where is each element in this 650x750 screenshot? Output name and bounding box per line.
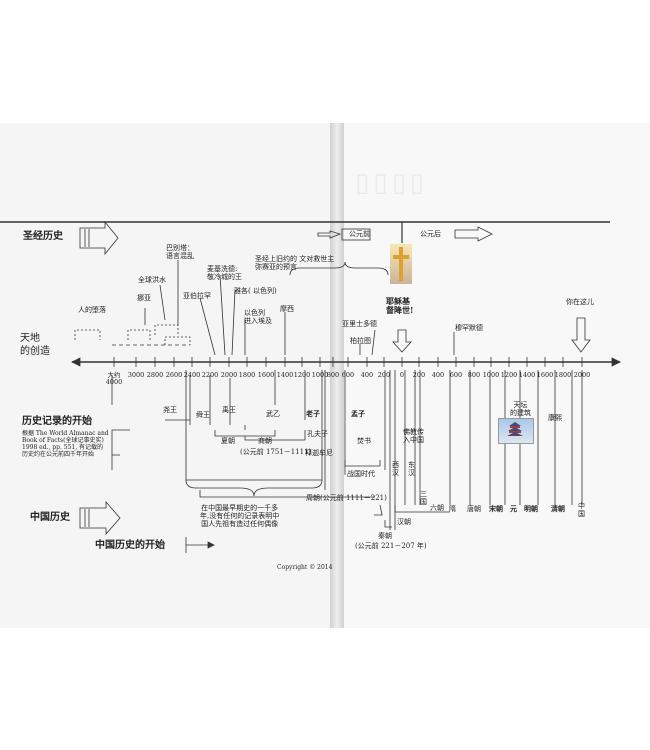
bc-tick-label-3000: 3000 [127,371,145,379]
china-history-arrow [79,500,121,536]
bc-tick-label-4000: 大约 4000 [105,371,123,387]
shang-years-label: (公元前 1751－1111) [240,448,312,456]
you-here-label: 你在这儿 [566,298,594,306]
ad-label: 公元后 [420,230,441,238]
xia-label: 夏朝 [221,437,235,445]
ad-tick-label-1200: 1200 [500,371,518,379]
bc-tick-label-2200: 2200 [201,371,219,379]
temple-label: 天坛 的建筑 [510,401,531,418]
muhammad-label: 穆罕默德 [455,324,483,332]
earliest-note: 在中国最早期史的一千多 年,没有任何的记录表明中 国人先祖有造过任何偶像 [200,504,280,529]
jacob-label: 雅各( 以色列) [234,287,277,295]
warring-states-label: 战国时代 [347,470,375,478]
noah-label: 挪亚 [137,294,151,302]
ad-arrow [454,226,493,242]
ad-tick-label-0: 0 [399,371,405,379]
bc-tick-label-1400: 1400 [276,371,294,379]
kangxi-label: 康熙 [548,414,562,422]
confucius-label: 孔夫子 [307,430,328,438]
china-begin-label: 中国历史的开始 [95,540,165,551]
plato-label: 柏拉图 [350,337,371,345]
bc-tick-label-1800: 1800 [238,371,256,379]
jesus-arrow [392,329,412,353]
bible-history-label: 圣经历史 [23,231,63,242]
prophecy-label: 圣经上旧约的 文对救世主 弥赛亚的预言 [255,255,335,272]
laozi-label: 老子 [306,409,320,418]
qin-years-label: (公元前 221－207 年) [355,542,427,550]
ad-tick-label-400: 400 [431,371,445,379]
melchizedek-label: 麦基洗德: 敬冷城的王 [207,265,242,282]
bc-tick-label-1600: 1600 [257,371,275,379]
six-dynasties-label: 六朝 [430,504,444,512]
buddhism-label: 佛教传 入中国 [403,428,424,445]
prophecy-bracket [289,261,389,276]
ad-tick-label-1000: 1000 [482,371,500,379]
fall-label: 人的堕落 [78,306,106,314]
ad-tick-label-600: 600 [449,371,463,379]
book-gutter [330,123,344,628]
bc-arrow [317,230,342,239]
yuan-label: 元 [510,504,517,513]
bc-tick-label-2000: 2000 [220,371,238,379]
right-page [341,123,650,628]
three-kingdoms-label: 三 国 [420,490,427,507]
han-label: 汉朝 [397,518,411,526]
bc-tick-label-1200: 1200 [293,371,311,379]
bc-tick-label-200: 200 [377,371,391,379]
mencius-label: 孟子 [351,409,365,418]
ad-tick-label-1800: 1800 [554,371,572,379]
zhou-label: 周朝(公元前 1111－221) [306,494,387,502]
shun-label: 舜王 [196,411,210,419]
ad-tick-label-800: 800 [467,371,481,379]
bc-tick-label-600: 600 [341,371,355,379]
temple-of-heaven-image [498,418,534,444]
west-han-label: 西 汉 [392,461,399,478]
global-flood-label: 全球洪水 [138,276,166,284]
qin-label: 秦朝 [378,532,392,540]
tang-label: 唐朝 [467,505,481,513]
yao-label: 尧王 [163,406,177,414]
china-history-label: 中国历史 [30,512,70,523]
roc-label: 中 国 [578,502,585,519]
ad-tick-label-2000: 2000 [573,371,591,379]
timeline-ticks [113,357,583,367]
israel-egypt-label: 以色列 进入埃及 [244,309,272,326]
bc-tick-label-2600: 2600 [165,371,183,379]
yu-label: 禹王 [222,406,236,414]
bc-tick-label-800: 800 [326,371,340,379]
abraham-label: 亚伯拉罕 [183,292,211,300]
faint-background-title: ▯▯▯▯ [355,168,429,198]
creation-label-line2: 的创造 [20,346,50,357]
babel-label: 巴别塔： 语言混乱 [166,244,194,261]
creation-label-line1: 天地 [20,333,40,344]
bc-label: 公元前 [349,230,370,238]
ad-tick-label-200: 200 [412,371,426,379]
bc-tick-label-2400: 2400 [183,371,201,379]
shang-label: 商朝 [258,437,272,445]
east-han-label: 东 汉 [408,461,415,478]
jesus-label: 耶稣基 督降世! [386,296,414,316]
ad-tick-label-1600: 1600 [536,371,554,379]
bc-tick-label-1000: 1000 [311,371,329,379]
burning-books-label: 焚书 [357,437,371,445]
left-page [0,123,333,628]
aristotle-label: 亚里士多德 [342,320,377,328]
sui-label: 隋 [449,505,456,513]
ad-tick-label-1400: 1400 [518,371,536,379]
ming-label: 明朝 [524,504,538,513]
jesus-cross-image [390,244,412,284]
song-label: 宋朝 [489,504,503,513]
bc-tick-label-400: 400 [360,371,374,379]
qing-label: 清朝 [551,504,565,513]
copyright: Copyright © 2014 [277,564,333,571]
record-note: 根据 The World Almanac and Book of Facts(全… [22,430,109,458]
bible-history-arrow [79,220,119,256]
bc-tick-label-2800: 2800 [146,371,164,379]
you-here-arrow [571,317,591,353]
wu-yi-label: 武乙 [266,410,280,418]
buddha-label: 释迦牟尼 [305,449,333,457]
record-title: 历史记录的开始 [22,416,92,427]
moses-label: 摩西 [280,305,294,313]
